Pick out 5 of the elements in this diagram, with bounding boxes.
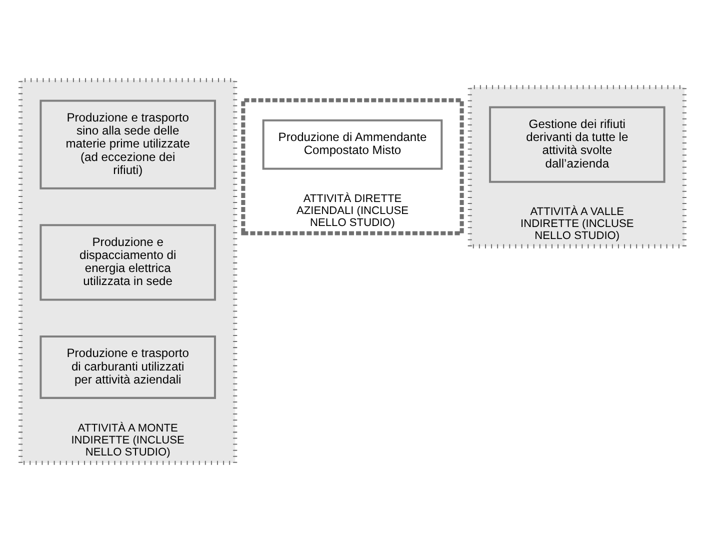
- node-box: Produzione e dispacciamento di energia elettrica utilizzata in sede: [40, 224, 216, 301]
- node-box: Produzione e trasporto di carburanti utilizzati per attività aziendali: [40, 335, 216, 399]
- node-box: Produzione di Ammendante Compostato Misto: [262, 119, 443, 170]
- node-box: Produzione e trasporto sino alla sede delle materie prime utilizzate (ad eccezione dei rifiuti): [40, 100, 216, 190]
- node-box: Gestione dei rifiuti derivanti da tutte le attività svolte dall’azienda: [489, 106, 666, 183]
